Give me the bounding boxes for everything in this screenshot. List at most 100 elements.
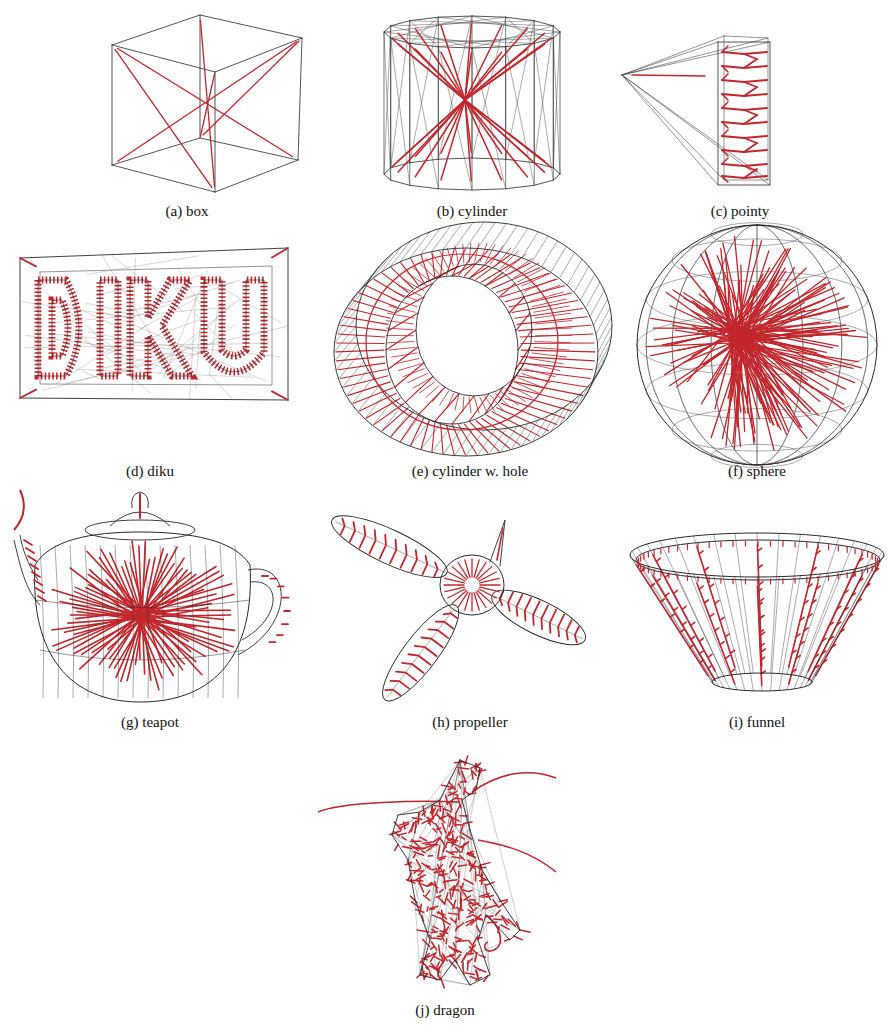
- wireframe-edge: [470, 870, 482, 985]
- medial-line: [476, 970, 479, 979]
- medial-line: [728, 332, 854, 382]
- medial-line: [465, 39, 551, 100]
- medial-line: [388, 313, 418, 331]
- wireframe-edge: [416, 264, 532, 396]
- wireframe-edge: [622, 38, 768, 75]
- medial-line: [439, 889, 443, 892]
- medial-line: [758, 565, 762, 568]
- medial-line: [269, 641, 275, 643]
- medial-line: [816, 586, 820, 589]
- wireframe-edge: [205, 545, 209, 698]
- medial-line: [485, 397, 495, 412]
- wireframe-edge: [35, 600, 250, 660]
- medial-line: [671, 338, 729, 363]
- wireframe-edge: [334, 248, 598, 456]
- medial-line: [522, 273, 551, 286]
- wireframe-edge: [420, 768, 480, 812]
- medial-line: [653, 551, 654, 556]
- medial-line: [338, 334, 385, 337]
- medial-line: [460, 837, 465, 839]
- medial-line: [710, 614, 714, 617]
- wireframe-edge: [430, 800, 462, 940]
- medial-line: [415, 29, 465, 100]
- medial-line: [450, 861, 453, 867]
- medial-line: [398, 100, 465, 172]
- wireframe-edge: [470, 830, 478, 940]
- medial-line: [812, 568, 816, 571]
- medial-line: [388, 347, 418, 369]
- medial-line: [733, 268, 806, 339]
- medial-line: [421, 421, 429, 449]
- wireframe-edge: [85, 520, 195, 540]
- medial-line: [455, 919, 457, 924]
- medial-curve: [485, 915, 501, 951]
- medial-line: [461, 826, 463, 833]
- medial-line: [530, 358, 563, 363]
- medial-line: [387, 342, 414, 343]
- wireframe-edge: [373, 252, 394, 278]
- wireframe-edge: [335, 522, 444, 573]
- medial-line: [746, 306, 848, 333]
- medial-line: [449, 946, 458, 952]
- wireframe-edge: [342, 290, 364, 316]
- medial-line: [416, 875, 425, 880]
- medial-line: [806, 543, 807, 548]
- medial-line: [668, 573, 669, 578]
- medial-line: [457, 796, 461, 807]
- medial-line: [38, 596, 46, 601]
- wireframe-edge: [222, 288, 281, 323]
- wireframe-edge: [647, 544, 719, 678]
- medial-line: [458, 770, 459, 775]
- medial-line: [744, 169, 757, 178]
- medial-line: [465, 33, 544, 100]
- medial-line: [465, 100, 544, 172]
- medial-line: [480, 578, 499, 583]
- medial-line: [550, 610, 556, 633]
- medial-line: [456, 805, 461, 814]
- medial-line: [453, 249, 466, 275]
- medial-line: [699, 638, 703, 641]
- medial-curve: [472, 773, 556, 792]
- medial-line: [444, 927, 449, 936]
- medial-line: [433, 829, 436, 832]
- wireframe-edge: [420, 760, 460, 975]
- medial-line: [782, 541, 783, 546]
- wireframe-edge: [622, 42, 718, 75]
- medial-line: [744, 115, 757, 124]
- medial-line: [440, 251, 449, 268]
- medial-line: [722, 46, 728, 52]
- medial-line: [353, 388, 393, 404]
- wireframe-edge: [408, 860, 478, 940]
- medial-line: [792, 650, 796, 653]
- medial-line: [344, 317, 388, 325]
- medial-line: [465, 29, 527, 100]
- wireframe-edge: [66, 353, 202, 383]
- medial-line: [415, 100, 465, 156]
- wireframe-edge: [443, 224, 462, 250]
- medial-curve: [478, 840, 556, 872]
- medial-line: [464, 879, 473, 884]
- wireframe-edge: [356, 222, 612, 430]
- wireframe-edge: [410, 38, 554, 43]
- medial-line: [412, 818, 421, 820]
- medial-line: [446, 851, 454, 855]
- medial-line: [534, 347, 569, 350]
- medial-line: [391, 268, 413, 289]
- medial-line: [847, 547, 848, 552]
- medial-line: [725, 656, 729, 659]
- medial-line: [451, 851, 458, 853]
- medial-line: [147, 608, 208, 620]
- medial-line: [875, 556, 876, 561]
- medial-line: [422, 820, 430, 824]
- medial-line: [464, 893, 467, 897]
- medial-line: [638, 558, 639, 563]
- medial-line: [458, 871, 460, 878]
- wireframe-edge: [718, 42, 770, 185]
- medial-line: [467, 915, 473, 917]
- medial-line: [471, 559, 472, 577]
- wireframe-edge: [466, 430, 484, 456]
- wireframe-edge: [805, 544, 867, 678]
- wireframe-edge: [408, 860, 520, 930]
- medial-line: [745, 579, 746, 584]
- medial-line: [450, 891, 451, 899]
